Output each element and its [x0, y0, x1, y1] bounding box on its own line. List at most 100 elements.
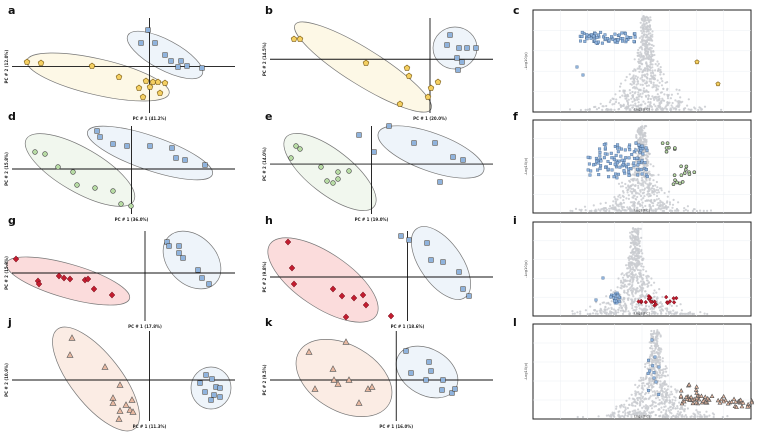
data-point	[636, 278, 639, 281]
data-point	[639, 298, 644, 304]
data-point	[636, 78, 639, 81]
data-point	[653, 329, 656, 333]
data-point	[662, 398, 665, 401]
data-point	[694, 395, 700, 401]
data-point	[589, 169, 593, 173]
data-point	[605, 108, 608, 111]
data-point	[642, 378, 645, 382]
data-point	[645, 270, 648, 273]
data-point	[659, 384, 662, 387]
panel-label-e: e	[265, 110, 272, 123]
data-point	[682, 171, 687, 175]
data-point	[621, 37, 625, 40]
data-point	[661, 80, 664, 83]
data-point	[439, 387, 445, 393]
data-point	[621, 207, 624, 210]
data-point	[686, 407, 690, 410]
group-ellipse	[52, 326, 140, 432]
data-point	[652, 331, 656, 334]
data-point	[655, 198, 658, 201]
data-point	[682, 209, 686, 212]
data-point	[615, 176, 619, 180]
data-point	[94, 128, 100, 134]
data-point	[629, 201, 633, 204]
data-point	[637, 154, 640, 157]
data-point	[646, 38, 649, 41]
data-point	[656, 108, 659, 111]
data-point	[650, 174, 654, 177]
data-point	[668, 303, 672, 306]
data-point	[633, 77, 637, 80]
data-point	[622, 103, 625, 106]
data-point	[651, 76, 654, 79]
data-point	[628, 179, 631, 182]
data-point	[639, 269, 642, 272]
data-point	[90, 285, 98, 293]
data-point	[650, 380, 653, 383]
data-point	[645, 43, 649, 46]
data-point	[211, 392, 217, 398]
data-point	[646, 24, 649, 27]
data-point	[636, 399, 640, 402]
data-point	[675, 107, 678, 111]
data-point	[660, 141, 665, 145]
data-point	[616, 286, 619, 289]
data-point	[627, 297, 630, 300]
data-point	[655, 86, 658, 89]
data-point	[628, 274, 631, 277]
data-point	[641, 155, 644, 158]
data-point	[598, 154, 602, 158]
data-point	[625, 264, 628, 267]
data-point	[346, 168, 352, 174]
y-axis-label: PC # 2 (14.5%)	[262, 42, 267, 76]
data-point	[675, 207, 679, 211]
data-point	[651, 190, 654, 193]
data-point	[631, 237, 634, 240]
data-point	[683, 207, 686, 210]
data-point	[617, 311, 620, 314]
data-point	[659, 350, 662, 353]
data-point	[362, 301, 370, 309]
data-point	[632, 300, 635, 303]
data-point	[719, 396, 724, 402]
x-axis-label: PC # 1 (11.3%)	[133, 424, 167, 429]
data-point	[652, 311, 655, 315]
data-point	[629, 286, 632, 290]
data-point	[657, 354, 660, 357]
data-point	[706, 415, 709, 418]
data-point	[659, 380, 662, 383]
data-point	[398, 233, 404, 239]
data-point	[638, 240, 641, 243]
data-point	[610, 300, 613, 303]
data-point	[648, 179, 651, 182]
pca-panel-j: PC # 1 (11.3%)PC # 2 (10.9%)	[4, 326, 235, 432]
data-point	[721, 393, 727, 399]
data-point	[631, 293, 634, 296]
data-point	[432, 140, 438, 146]
data-point	[406, 237, 412, 243]
data-point	[693, 106, 696, 109]
data-point	[618, 165, 622, 169]
data-point	[588, 209, 591, 213]
data-point	[166, 243, 172, 249]
data-point	[643, 209, 646, 212]
data-point	[617, 308, 620, 311]
data-point	[623, 89, 626, 92]
data-point	[632, 412, 635, 415]
data-point	[651, 66, 654, 69]
data-point	[678, 100, 682, 103]
data-point	[666, 94, 670, 97]
data-point	[658, 103, 662, 106]
data-point	[649, 357, 653, 360]
y-axis-label: PC # 2 (12.0%)	[4, 50, 9, 84]
data-point	[677, 209, 680, 212]
data-point	[138, 40, 144, 46]
volcano-panel-c: Log2(FC)-Log10(p)	[524, 9, 752, 113]
data-point	[624, 310, 627, 313]
data-point	[622, 411, 625, 414]
data-point	[634, 102, 637, 105]
data-point	[629, 208, 632, 211]
data-point	[648, 103, 651, 106]
data-point	[676, 412, 679, 415]
data-point	[631, 192, 634, 195]
